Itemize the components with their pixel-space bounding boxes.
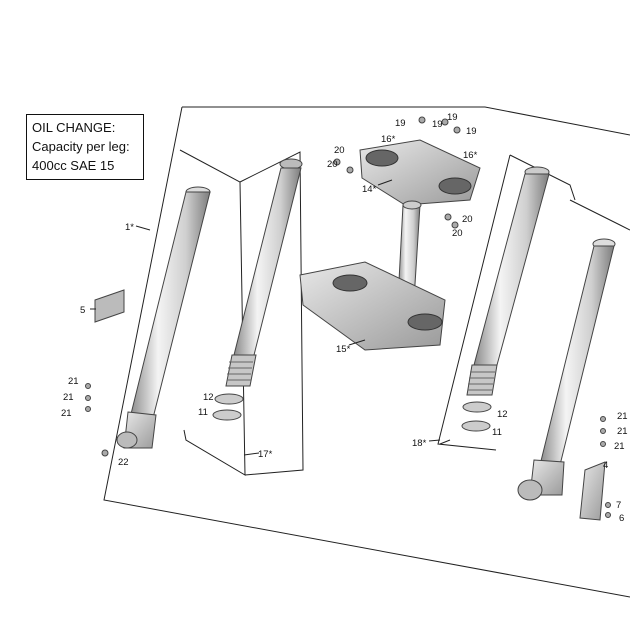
callout-21d: 21 <box>617 411 628 422</box>
left-fork-outer-tube <box>116 186 211 449</box>
oil-change-note: OIL CHANGE: Capacity per leg: 400cc SAE … <box>26 114 144 180</box>
callout-21a: 21 <box>68 376 79 387</box>
callout-5: 5 <box>80 305 85 316</box>
top-triple-clamp <box>359 139 481 206</box>
right-seal-11 <box>461 420 491 432</box>
callout-4: 4 <box>603 460 608 471</box>
right-fork-frame <box>437 154 576 451</box>
left-seal-11 <box>212 409 242 421</box>
reflector-plate <box>94 289 125 323</box>
callout-19a: 19 <box>395 118 406 129</box>
lower-triple-clamp <box>299 261 446 351</box>
callout-20a: 20 <box>334 145 345 156</box>
callout-16a: 16* <box>381 134 396 145</box>
callout-18: 18* <box>412 438 427 449</box>
callout-21e: 21 <box>617 426 628 437</box>
callout-20d: 20 <box>452 228 463 239</box>
callout-15: 15* <box>336 344 351 355</box>
oil-change-title: OIL CHANGE: <box>32 120 116 135</box>
right-fork-outer-tube <box>466 166 550 396</box>
callout-12b: 12 <box>497 409 508 420</box>
callout-11b: 11 <box>492 427 502 438</box>
callout-1: 1* <box>125 222 134 233</box>
callout-21f: 21 <box>614 441 625 452</box>
oil-change-capacity-label: Capacity per leg: <box>32 139 130 154</box>
callout-19c: 19 <box>447 112 458 123</box>
callout-6: 6 <box>619 513 624 524</box>
callout-7: 7 <box>616 500 621 511</box>
callout-19b: 19 <box>432 119 443 130</box>
callout-21b: 21 <box>63 392 74 403</box>
right-fork-inner-tube <box>517 238 616 501</box>
bracket-part-4 <box>579 461 606 521</box>
leader-lines <box>90 179 441 456</box>
callout-20b: 20 <box>327 159 338 170</box>
callout-12a: 12 <box>203 392 214 403</box>
right-seal-12 <box>462 401 492 413</box>
callout-20c: 20 <box>462 214 473 225</box>
bolts <box>85 116 611 518</box>
callout-17: 17* <box>258 449 273 460</box>
callout-19d: 19 <box>466 126 477 137</box>
callout-14: 14* <box>362 184 377 195</box>
callout-21c: 21 <box>61 408 72 419</box>
callout-16b: 16* <box>463 150 478 161</box>
left-fork-inner-frame <box>239 151 304 476</box>
left-seal-12 <box>214 393 244 405</box>
callout-22: 22 <box>118 457 129 468</box>
callout-11a: 11 <box>198 407 208 418</box>
left-fork-inner-tube <box>225 158 303 387</box>
assembly-outline <box>103 106 630 598</box>
right-fork-inner-frame <box>439 199 630 445</box>
oil-change-capacity-value: 400cc SAE 15 <box>32 158 115 173</box>
